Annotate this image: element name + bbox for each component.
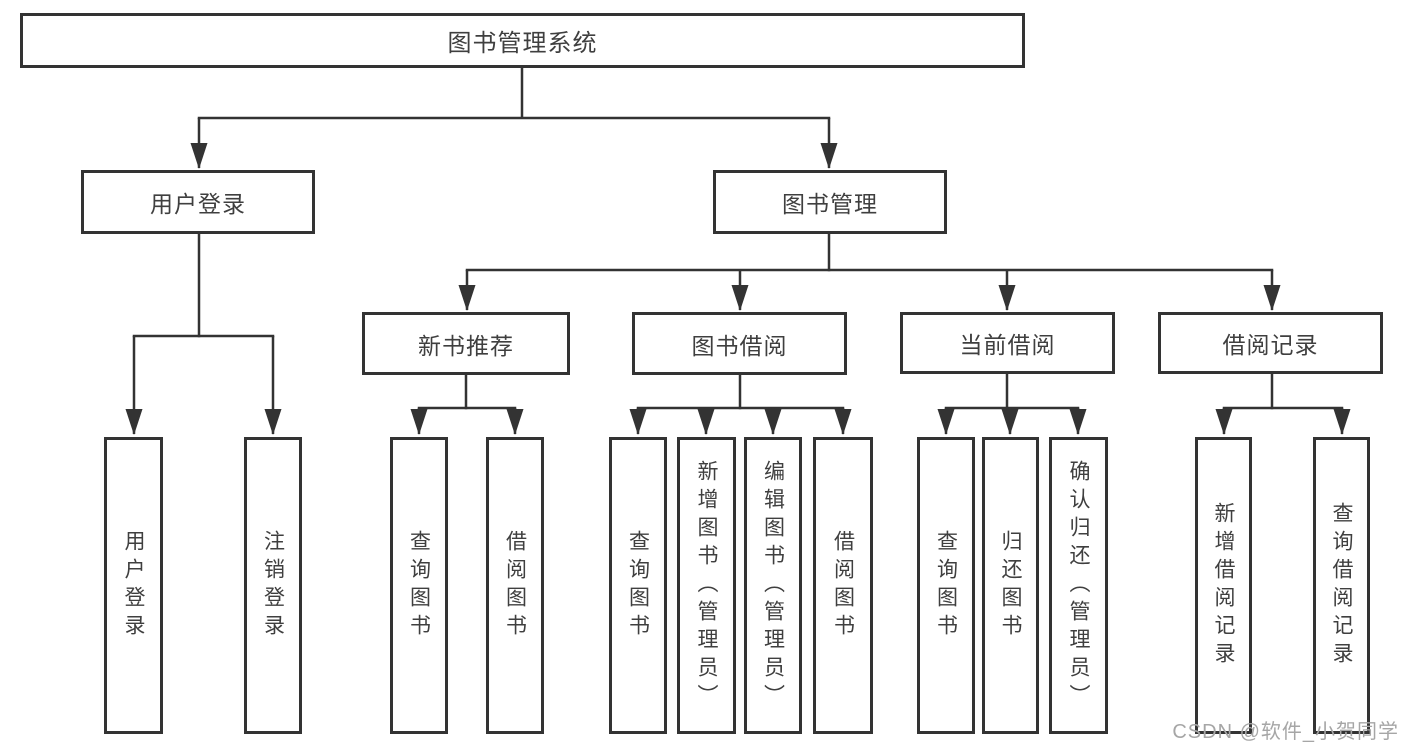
node-book-borrow: 图书借阅 [632, 312, 847, 375]
leaf-query-borrow-record: 查询借阅记录 [1313, 437, 1370, 734]
node-user-login: 用户登录 [81, 170, 315, 234]
node-library-management-system: 图书管理系统 [20, 13, 1025, 68]
leaf-borrow-books: 借阅图书 [486, 437, 544, 734]
leaf-edit-books-admin: 编辑图书（管理员） [744, 437, 802, 734]
leaf-query-books: 查询图书 [609, 437, 667, 734]
leaf-user-login: 用户登录 [104, 437, 163, 734]
connector-lines [125, 68, 1351, 435]
leaf-add-borrow-record: 新增借阅记录 [1195, 437, 1252, 734]
leaf-add-books-admin: 新增图书（管理员） [677, 437, 736, 734]
csdn-watermark: CSDN @软件_小贺同学 [1172, 721, 1399, 743]
leaf-borrow-books: 借阅图书 [813, 437, 873, 734]
leaf-logout: 注销登录 [244, 437, 302, 734]
leaf-query-books: 查询图书 [390, 437, 448, 734]
node-current-borrow: 当前借阅 [900, 312, 1115, 374]
node-borrow-records: 借阅记录 [1158, 312, 1383, 374]
leaf-confirm-return-admin: 确认归还（管理员） [1049, 437, 1108, 734]
leaf-query-books: 查询图书 [917, 437, 975, 734]
leaf-return-books: 归还图书 [982, 437, 1039, 734]
node-book-management: 图书管理 [713, 170, 947, 234]
node-new-book-recommend: 新书推荐 [362, 312, 570, 375]
